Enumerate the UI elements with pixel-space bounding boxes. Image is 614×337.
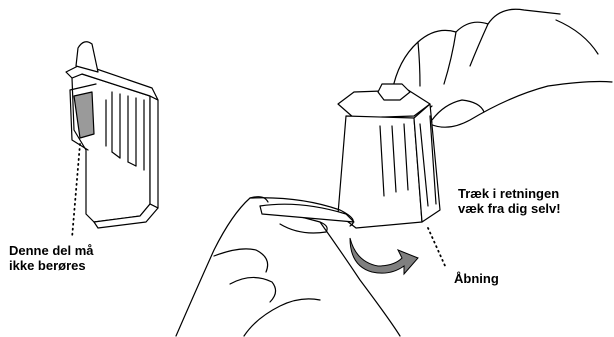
ink-cartridge-right [337,83,441,229]
label-pull-direction-line-1: Træk i retningen [458,186,560,201]
contact-area [73,91,95,139]
label-do-not-touch-line-2: ikke berøres [9,258,86,273]
label-pull-direction-line-2: væk fra dig selv! [458,201,561,216]
label-opening-text: Åbning [454,271,499,286]
leader-line-contact [71,143,81,239]
label-pull-direction: Træk i retningen væk fra dig selv! [458,186,561,216]
label-opening: Åbning [454,271,499,286]
ink-cartridge-left [65,41,159,229]
leader-line-opening [427,227,447,269]
pull-direction-arrow-icon [349,237,419,276]
label-do-not-touch-line-1: Denne del må [9,243,94,258]
label-do-not-touch: Denne del må ikke berøres [9,243,94,273]
lower-hand [175,196,401,337]
